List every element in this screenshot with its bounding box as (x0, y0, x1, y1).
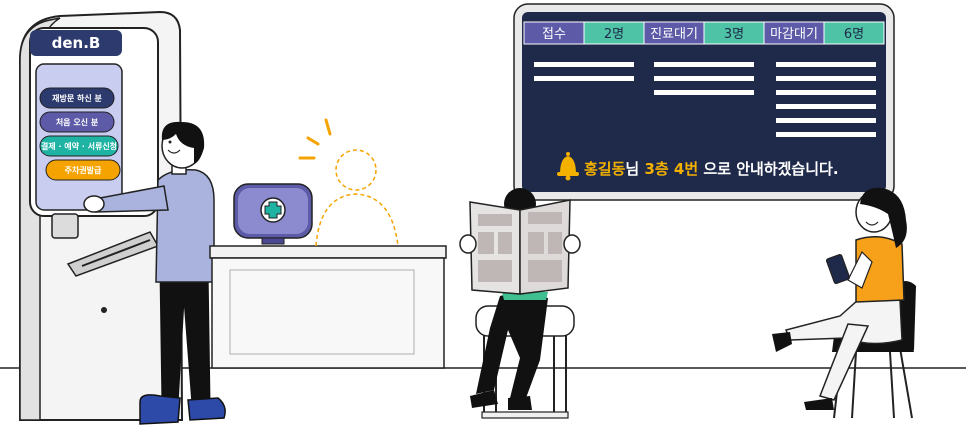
kiosk-card-reader (51, 213, 79, 239)
kiosk-logo: den.B (52, 34, 101, 52)
cross-shape (264, 201, 282, 219)
board-column-reception: 접수 2명 (523, 21, 645, 45)
notice-name-suffix: 님 (625, 160, 639, 178)
kiosk-button-first-visit[interactable]: 처음 오신 분 (39, 111, 115, 133)
waiting-status-board: 접수 2명 진료대기 3명 마감대기 6명 (513, 3, 895, 201)
man2-left-shoe (470, 390, 498, 408)
board-list-closing (776, 62, 876, 137)
woman-right-shoe (804, 398, 834, 410)
kiosk-button-parking[interactable]: 주차권발급 (45, 159, 121, 181)
board-notice: 홍길동님 3층 4번 으로 안내하겠습니다. (584, 160, 839, 178)
notice-tail: 으로 안내하겠습니다. (703, 160, 838, 178)
kiosk-logo-bar (30, 30, 122, 56)
desk-monitor (233, 183, 313, 245)
kiosk-button-label: 재방문 하신 분 (52, 93, 102, 103)
bell-icon (557, 152, 579, 181)
board-list-reception (534, 62, 634, 81)
woman-hair (860, 187, 907, 248)
man-using-kiosk (83, 121, 226, 425)
desk-top (209, 245, 447, 259)
woman-shirt (855, 236, 905, 303)
man-sweater (155, 168, 215, 283)
board-column-label: 접수 (542, 27, 566, 42)
desk-front (211, 257, 445, 369)
kiosk: den.B 재방문 하신 분 처음 오신 분 결제 · 예약 · 서류신청 주차… (19, 10, 184, 421)
board-column-count: 2명 (604, 27, 624, 42)
board-column-waiting: 진료대기 3명 (643, 21, 765, 45)
man2-legs (476, 293, 548, 398)
man-hand (83, 195, 105, 213)
monitor-stand (261, 237, 285, 245)
kiosk-button-label: 처음 오신 분 (56, 117, 99, 127)
newspaper (469, 199, 571, 295)
man-mouth (167, 149, 181, 154)
kiosk-button-label: 주차권발급 (65, 165, 102, 175)
man-hair (161, 121, 205, 164)
man2-left-hand (459, 234, 477, 254)
phone-icon (825, 254, 851, 284)
silhouette-head (335, 149, 377, 191)
man-right-shoe (187, 397, 226, 421)
man-reading-newspaper (459, 188, 581, 419)
reception-desk (209, 245, 447, 369)
chair-base (481, 411, 569, 419)
kiosk-button-revisit[interactable]: 재방문 하신 분 (39, 87, 115, 109)
woman-lower-leg (819, 323, 870, 401)
board-list-waiting (654, 62, 754, 95)
board-column-label: 진료대기 (650, 27, 698, 42)
board-column-count: 3명 (724, 27, 744, 42)
board-column-label: 마감대기 (770, 27, 818, 42)
kiosk-screw (101, 307, 107, 313)
woman-with-phone (772, 187, 916, 419)
absent-receptionist-outline (315, 149, 399, 247)
woman-left-shoe (772, 332, 792, 352)
man-eye (168, 140, 172, 144)
kiosk-slot-line (81, 239, 151, 267)
board-column-count: 6명 (844, 27, 864, 42)
board-column-closing: 마감대기 6명 (763, 21, 885, 45)
man2-right-shoe (508, 396, 532, 410)
notice-name: 홍길동 (584, 160, 626, 178)
kiosk-button-payment[interactable]: 결제 · 예약 · 서류신청 (39, 135, 119, 157)
notice-location: 3층 4번 (644, 160, 698, 178)
man-left-shoe (139, 394, 181, 425)
woman-arm (847, 250, 873, 289)
man2-right-hand (563, 234, 581, 254)
desk-panel (229, 269, 415, 355)
board-screen (522, 12, 886, 192)
kiosk-button-label: 결제 · 예약 · 서류신청 (41, 141, 117, 151)
silhouette-body (315, 193, 399, 247)
man-pants (159, 269, 211, 405)
woman-mouth (865, 221, 879, 226)
attention-mark-icon (298, 118, 332, 160)
